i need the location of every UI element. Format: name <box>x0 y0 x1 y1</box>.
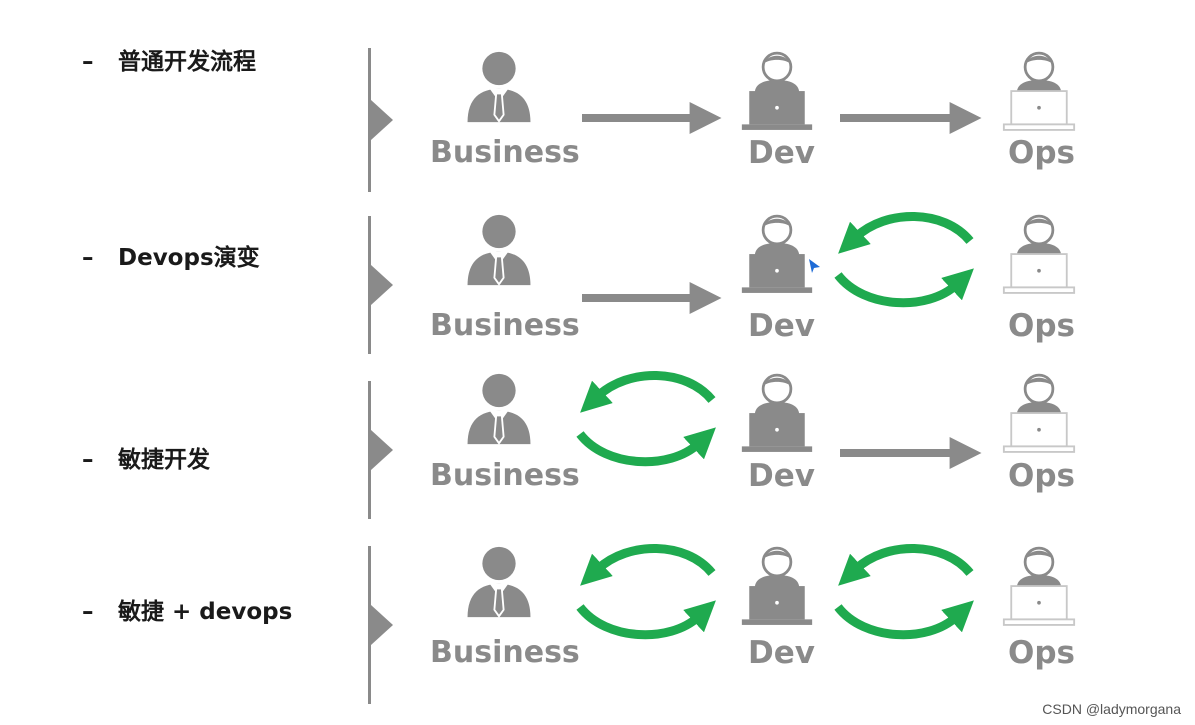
actor-business <box>462 545 536 619</box>
dev-label: Dev <box>748 135 815 171</box>
cycle-arrows <box>576 544 716 640</box>
actor-ops <box>1002 213 1076 297</box>
business-label: Business <box>430 308 580 343</box>
business-label: Business <box>430 458 580 493</box>
straight-arrow <box>840 437 982 469</box>
divider-pointer-icon <box>371 265 393 305</box>
ops-label: Ops <box>1008 135 1075 171</box>
ops-person-icon <box>1002 372 1076 456</box>
actor-business <box>462 372 536 446</box>
bullet-dash: – <box>82 49 94 75</box>
actor-dev <box>740 372 814 456</box>
straight-arrow <box>840 102 982 134</box>
ops-person-icon <box>1002 545 1076 629</box>
ops-label: Ops <box>1008 458 1075 494</box>
actor-business <box>462 50 536 124</box>
row-label: –敏捷 + devops <box>82 592 292 626</box>
green-arrow-back <box>838 544 974 586</box>
business-label: Business <box>430 635 580 670</box>
dev-person-icon <box>740 545 814 629</box>
dev-label: Dev <box>748 308 815 344</box>
row-title: Devops演变 <box>118 245 260 271</box>
divider-pointer-icon <box>371 605 393 645</box>
business-label: Business <box>430 135 580 170</box>
actor-dev <box>740 50 814 134</box>
green-arrow-back <box>580 544 716 586</box>
ops-person-icon <box>1002 213 1076 297</box>
dev-person-icon <box>740 213 814 297</box>
ops-person-icon <box>1002 50 1076 134</box>
divider-line <box>368 381 371 519</box>
actor-ops <box>1002 50 1076 134</box>
divider-line <box>368 216 371 354</box>
row-label: –敏捷开发 <box>82 440 210 474</box>
dev-label: Dev <box>748 458 815 494</box>
green-arrow-back <box>838 212 974 254</box>
row-label: –Devops演变 <box>82 238 260 272</box>
row-title: 敏捷开发 <box>118 447 210 473</box>
green-arrow-forward <box>834 600 974 640</box>
ops-label: Ops <box>1008 308 1075 344</box>
row-title: 普通开发流程 <box>118 49 256 75</box>
dev-person-icon <box>740 50 814 134</box>
business-person-icon <box>462 545 536 619</box>
straight-arrow <box>582 282 722 314</box>
green-arrow-back <box>580 371 716 413</box>
row-title: 敏捷 + devops <box>118 599 293 625</box>
divider-pointer-icon <box>371 430 393 470</box>
bullet-dash: – <box>82 447 94 473</box>
ops-label: Ops <box>1008 635 1075 671</box>
cycle-arrows <box>576 371 716 467</box>
business-person-icon <box>462 50 536 124</box>
actor-ops <box>1002 372 1076 456</box>
actor-dev <box>740 545 814 629</box>
cycle-arrows <box>834 212 974 308</box>
divider-line <box>368 48 371 192</box>
divider-line <box>368 546 371 704</box>
dev-label: Dev <box>748 635 815 671</box>
cursor-icon <box>809 259 820 273</box>
actor-ops <box>1002 545 1076 629</box>
dev-person-icon <box>740 372 814 456</box>
business-person-icon <box>462 372 536 446</box>
row-label: –普通开发流程 <box>82 42 256 76</box>
business-person-icon <box>462 213 536 287</box>
actor-business <box>462 213 536 287</box>
green-arrow-forward <box>576 600 716 640</box>
green-arrow-forward <box>834 268 974 308</box>
actor-dev <box>740 213 814 297</box>
green-arrow-forward <box>576 427 716 467</box>
cycle-arrows <box>834 544 974 640</box>
bullet-dash: – <box>82 599 94 625</box>
bullet-dash: – <box>82 245 94 271</box>
watermark: CSDN @ladymorgana <box>1042 701 1181 717</box>
divider-pointer-icon <box>371 100 393 140</box>
straight-arrow <box>582 102 722 134</box>
